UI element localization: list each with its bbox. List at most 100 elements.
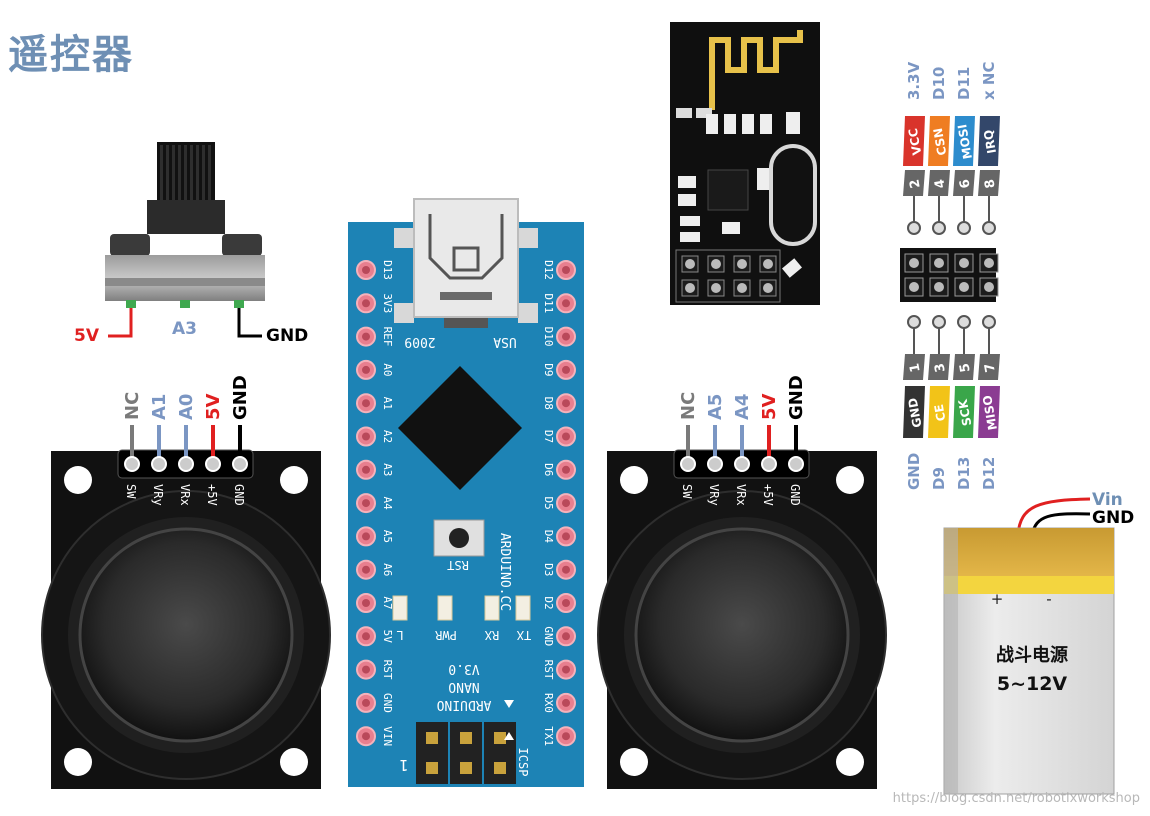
nrf-top-number: 2	[907, 178, 923, 190]
nrf-bottom-tag	[903, 386, 925, 438]
joystick-pin-label: +5V	[205, 484, 219, 506]
nrf-top-number-tag	[928, 170, 950, 196]
nano-pin-label-right: GND	[542, 626, 555, 646]
joystick-wire-label: NC	[678, 392, 699, 420]
nano-pin-label-left: 5V	[381, 630, 394, 644]
battery-vin-label: Vin	[1092, 490, 1123, 510]
nano-led-tx: TX	[516, 628, 531, 642]
joystick-wire-label: 5V	[203, 393, 224, 420]
nano-pin-label-left: A3	[381, 463, 394, 476]
nrf-top-number: 8	[982, 178, 998, 190]
watermark: https://blog.csdn.net/robotixworkshop	[892, 791, 1140, 806]
nano-pin-label-left: VIN	[381, 726, 394, 746]
joystick-wire-label: A4	[732, 394, 753, 420]
joystick-wire-label: A5	[705, 394, 726, 420]
potentiometer: 5V A3 GND	[74, 142, 308, 346]
nano-pin-label-left: REF	[381, 327, 394, 347]
joystick-pin	[205, 456, 221, 472]
nrf-bottom-tag-label: CE	[932, 403, 949, 422]
nrf-top-tag-label: CSN	[931, 127, 950, 157]
pot-label-gnd: GND	[266, 326, 308, 346]
nano-pin-label-right: D10	[542, 327, 555, 347]
joystick-pin	[734, 456, 750, 472]
nrf-top-tag-label: IRQ	[981, 129, 999, 155]
nano-led-pwr: PWR	[434, 628, 456, 642]
nano-pin-label-right: RX0	[542, 693, 555, 713]
nrf-bottom-tag-label: SCK	[956, 398, 975, 427]
nrf-top-number: 6	[957, 178, 973, 190]
battery-name: 战斗电源	[996, 644, 1068, 666]
nano-pin-label-left: 3V3	[381, 293, 394, 313]
nano-pin-label-right: D11	[542, 293, 555, 313]
nrf-top-number: 4	[932, 178, 948, 190]
nrf-top-assign: D10	[930, 67, 948, 100]
nrf-bottom-tag	[928, 386, 950, 438]
nrf-bottom-assign: GND	[905, 453, 923, 490]
nrf-bottom-number: 1	[907, 362, 923, 374]
nano-pin-label-right: D9	[542, 363, 555, 376]
battery-pack: Vin GND + - 战斗电源 5~12V	[943, 490, 1134, 795]
nrf-top-number-tag	[953, 170, 975, 196]
joystick-wire-label: A1	[149, 394, 170, 420]
battery-minus: -	[1046, 590, 1051, 608]
joystick-wire-label: A0	[176, 394, 197, 420]
pot-label-5v: 5V	[74, 326, 100, 346]
joystick-pin	[232, 456, 248, 472]
nano-pin-label-right: D6	[542, 463, 555, 476]
nrf-top-assign: D11	[955, 67, 973, 100]
nano-silk-2009: 2009	[404, 334, 435, 349]
nano-pin-label-right: D12	[542, 260, 555, 280]
nrf-top-number-tag	[903, 170, 925, 196]
nano-pin-label-right: D4	[542, 530, 555, 544]
nrf-top-tag	[928, 116, 950, 166]
joystick-pin-label: GND	[788, 484, 802, 506]
nano-pin-label-left: A5	[381, 530, 394, 543]
nrf-bottom-tag-label: MISO	[980, 394, 1000, 431]
nano-pin-label-left: RST	[381, 660, 394, 680]
joystick-pin	[124, 456, 140, 472]
nrf-bottom-number-tag	[978, 354, 1000, 380]
nano-model-arduino: ARDUINO	[436, 697, 491, 712]
nano-pin-label-right: TX1	[542, 726, 555, 746]
nano-pin-label-left: D13	[381, 260, 394, 280]
battery-gnd-label: GND	[1092, 508, 1134, 528]
joystick-pin	[788, 456, 804, 472]
nrf-bottom-number-tag	[903, 354, 925, 380]
battery-plus: +	[991, 590, 1004, 608]
nrf-bottom-number: 3	[932, 362, 948, 374]
joystick-pin-label: SW	[680, 484, 694, 499]
pot-label-a3: A3	[172, 319, 197, 339]
joystick-pin-label: +5V	[761, 484, 775, 506]
nano-model-v30: V3.0	[448, 661, 479, 676]
nano-led-rx: RX	[484, 628, 499, 642]
nano-led-l: L	[396, 628, 403, 642]
nrf-top-assign: x NC	[980, 62, 998, 100]
nrf-bottom-tag-label: GND	[906, 397, 925, 429]
joystick-pin-label: SW	[124, 484, 138, 499]
joystick-wire-label: GND	[230, 375, 251, 420]
joystick-pin	[151, 456, 167, 472]
joystick-pin-label: GND	[232, 484, 246, 506]
nano-pin-label-left: A6	[381, 563, 394, 576]
nrf-bottom-number: 5	[957, 362, 973, 374]
nrf-bottom-number: 7	[982, 362, 998, 374]
nano-model-nano: NANO	[448, 679, 479, 694]
joystick-pin	[707, 456, 723, 472]
nano-pin-label-left: A0	[381, 363, 394, 376]
nano-pin-label-left: GND	[381, 693, 394, 713]
nano-pin-label-left: A1	[381, 397, 394, 410]
joystick-pin	[178, 456, 194, 472]
nrf-bottom-tag	[978, 386, 1000, 438]
nano-silk-rst: RST	[447, 558, 469, 572]
arduino-nano: D133V3REFA0A1A2A3A4A5A6A75VRSTGNDVIND12D…	[348, 198, 584, 787]
nano-pin-label-right: D2	[542, 596, 555, 609]
page-title: 遥控器	[8, 32, 134, 78]
nrf-top-number-tag	[978, 170, 1000, 196]
joystick-wire-label: GND	[786, 375, 807, 420]
nano-pin-label-left: A2	[381, 430, 394, 443]
nrf-bottom-assign: D9	[930, 467, 948, 490]
nrf24-module	[670, 22, 820, 305]
nrf-top-tag	[978, 116, 1000, 166]
